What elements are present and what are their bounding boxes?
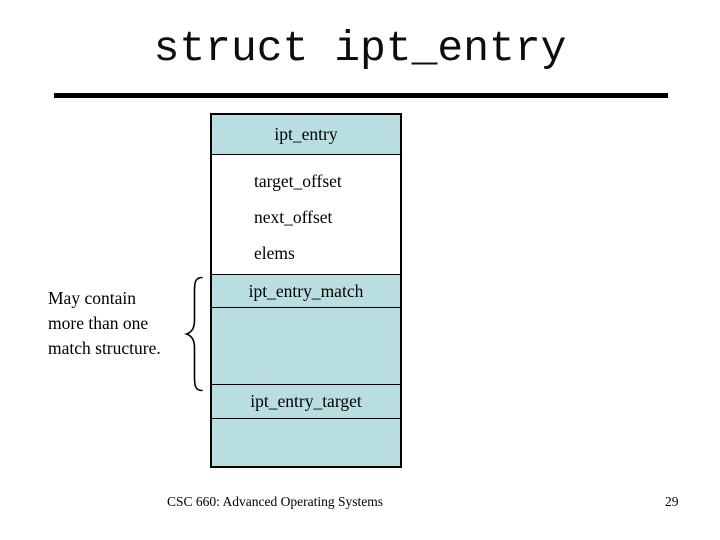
struct-fields-cell: target_offset next_offset elems — [212, 155, 400, 275]
curly-brace-icon — [184, 276, 203, 392]
footer-text: CSC 660: Advanced Operating Systems — [167, 494, 383, 509]
target-label: ipt_entry_target — [250, 391, 362, 411]
struct-header-cell: ipt_entry — [212, 115, 400, 155]
struct-field-elems: elems — [254, 243, 295, 263]
title-underline — [54, 93, 668, 98]
annotation-line: May contain — [48, 288, 136, 308]
annotation-note: May contain more than one match structur… — [48, 286, 198, 361]
match-empty-cell — [212, 308, 400, 385]
page-number: 29 — [665, 494, 679, 509]
struct-diagram: ipt_entry target_offset next_offset elem… — [210, 113, 402, 468]
annotation-line: match structure. — [48, 338, 161, 358]
match-label: ipt_entry_match — [248, 280, 364, 301]
struct-header-label: ipt_entry — [274, 124, 338, 144]
struct-field-next-offset: next_offset — [254, 207, 333, 227]
target-empty-cell — [212, 419, 400, 466]
annotation-line: more than one — [48, 313, 149, 333]
target-label-cell: ipt_entry_target — [212, 385, 400, 419]
slide-title: struct ipt_entry — [153, 24, 567, 73]
struct-field-target-offset: target_offset — [254, 171, 342, 191]
match-label-cell: ipt_entry_match — [212, 275, 400, 308]
